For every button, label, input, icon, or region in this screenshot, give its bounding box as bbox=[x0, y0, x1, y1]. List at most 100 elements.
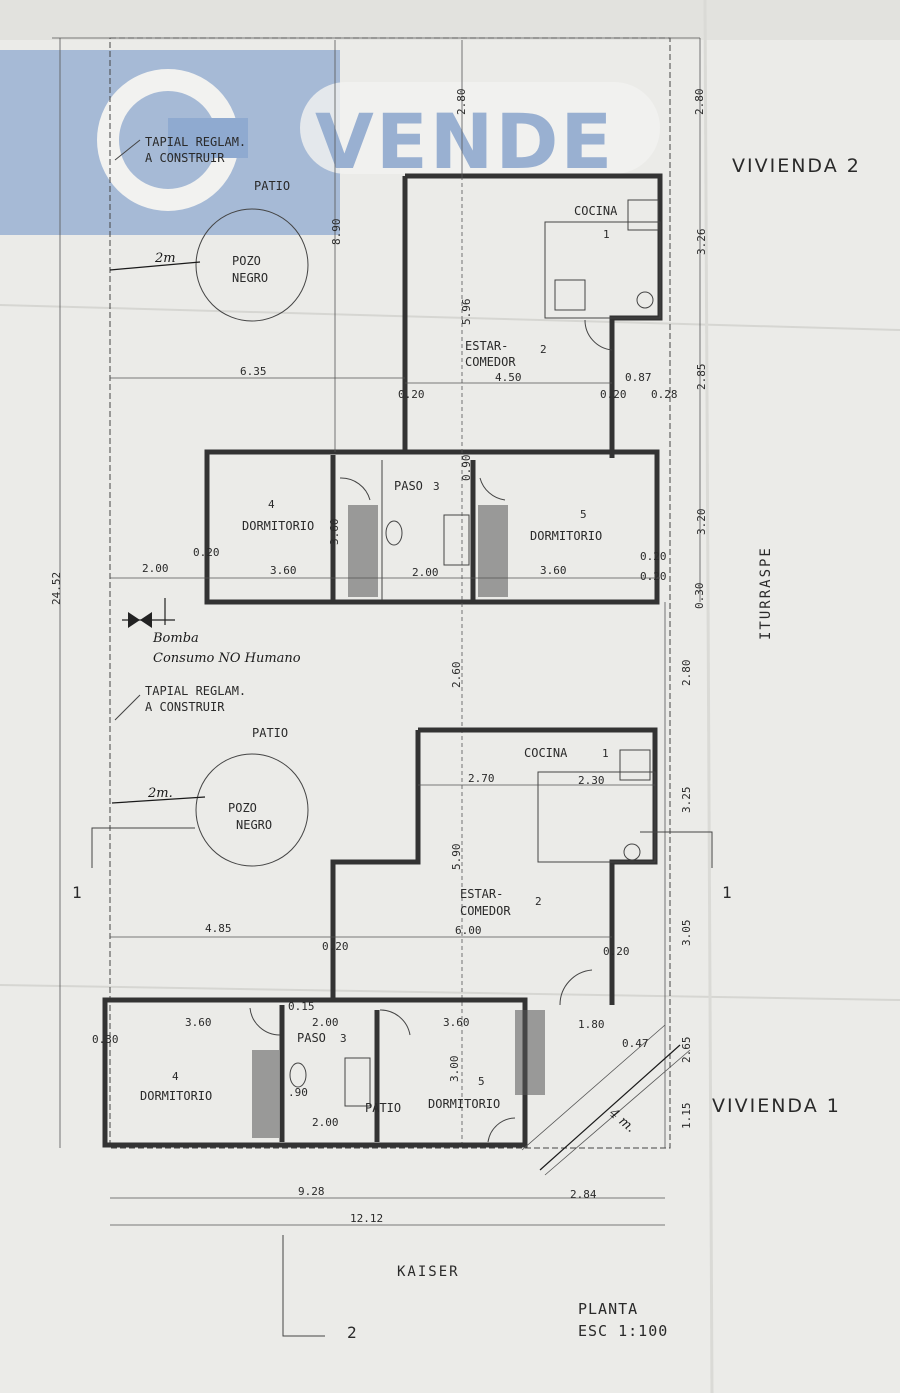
vende-logo: VENDE bbox=[0, 50, 660, 235]
section-marks: 1 1 2 bbox=[72, 827, 732, 1342]
dim-v1-2.65: 2.65 bbox=[680, 1037, 693, 1064]
room-number-1-1: 1 bbox=[602, 747, 609, 760]
dim-v2-0.20-d: 0.20 bbox=[640, 550, 667, 563]
dim-v2-4.50: 4.50 bbox=[495, 371, 522, 384]
room-number-2-3: 3 bbox=[433, 480, 440, 493]
room-number-1-3: 3 bbox=[340, 1032, 347, 1045]
section-mark-2: 2 bbox=[347, 1323, 357, 1342]
dim-v2-6.35: 6.35 bbox=[240, 365, 267, 378]
dim-v1-2.30: 2.30 bbox=[578, 774, 605, 787]
dorm-label-2b: DORMITORIO bbox=[530, 529, 602, 543]
handwritten-2m-top: 2m bbox=[154, 251, 176, 266]
section-mark-1-left: 1 bbox=[72, 883, 82, 902]
dim-v1-3.05: 3.05 bbox=[680, 920, 693, 947]
pozo-label-1b: NEGRO bbox=[236, 818, 272, 832]
cocina-label-1: COCINA bbox=[524, 746, 568, 760]
section-mark-1-right: 1 bbox=[722, 883, 732, 902]
dim-v2-0.28: 0.28 bbox=[651, 388, 678, 401]
dim-v2-3.20: 3.20 bbox=[695, 509, 708, 536]
dim-v1-6.00: 6.00 bbox=[455, 924, 482, 937]
room-number-1-5: 5 bbox=[478, 1075, 485, 1088]
estar-label-1a: ESTAR- bbox=[460, 887, 503, 901]
street-kaiser: KAISER bbox=[397, 1264, 460, 1280]
patio-small-label-1: PATIO bbox=[365, 1101, 401, 1115]
patio-label-2: PATIO bbox=[254, 179, 290, 193]
vivienda-1-title: VIVIENDA 1 bbox=[712, 1095, 841, 1117]
estar-label-1b: COMEDOR bbox=[460, 904, 511, 918]
dim-v1-1.15: 1.15 bbox=[680, 1103, 693, 1130]
handwritten-consumo: Consumo NO Humano bbox=[153, 651, 301, 666]
dim-v2-0.20-b: 0.20 bbox=[600, 388, 627, 401]
dim-v2-0.87: 0.87 bbox=[625, 371, 652, 384]
room-number-1-4: 4 bbox=[172, 1070, 179, 1083]
dim-v1-0.90: .90 bbox=[288, 1086, 308, 1099]
estar-label-2a: ESTAR- bbox=[465, 339, 508, 353]
room-number-2-5: 5 bbox=[580, 508, 587, 521]
dim-v2-3.26: 3.26 bbox=[695, 229, 708, 256]
dorm-label-1a: DORMITORIO bbox=[140, 1089, 212, 1103]
dim-v2-2.00-a: 2.00 bbox=[142, 562, 169, 575]
dim-v2-2.00-b: 2.00 bbox=[412, 566, 439, 579]
dim-v1-2.00-a: 2.00 bbox=[312, 1016, 339, 1029]
dim-v1-12.12: 12.12 bbox=[350, 1212, 383, 1225]
dim-v2-3.60-b: 3.60 bbox=[540, 564, 567, 577]
dim-v2-8.90: 8.90 bbox=[330, 219, 343, 246]
dim-v1-0.20-a: 0.20 bbox=[322, 940, 349, 953]
room-number-1-2: 2 bbox=[535, 895, 542, 908]
pozo-negro-circle-2 bbox=[195, 208, 309, 322]
svg-text:VENDE: VENDE bbox=[315, 97, 614, 186]
handwritten-bomba: Bomba bbox=[152, 631, 199, 646]
tapial-label-1b: A CONSTRUIR bbox=[145, 700, 225, 714]
dim-v1-3.60-a: 3.60 bbox=[185, 1016, 212, 1029]
dim-total-24.52: 24.52 bbox=[50, 572, 63, 605]
dim-v2-3.60-a: 3.60 bbox=[270, 564, 297, 577]
dim-v2-2.85: 2.85 bbox=[695, 364, 708, 391]
dim-v1-2.84: 2.84 bbox=[570, 1188, 597, 1201]
estar-label-2b: COMEDOR bbox=[465, 355, 516, 369]
plan-scale: ESC 1:100 bbox=[578, 1322, 668, 1340]
dim-v1-2.00-b: 2.00 bbox=[312, 1116, 339, 1129]
dim-v1-3.60-b: 3.60 bbox=[443, 1016, 470, 1029]
pozo-negro-circle-1 bbox=[195, 753, 309, 867]
paso-label-1: PASO bbox=[297, 1031, 326, 1045]
room-number-2-2: 2 bbox=[540, 343, 547, 356]
handwritten-2m-bottom: 2m. bbox=[147, 786, 173, 801]
tapial-label-1a: TAPIAL REGLAM. bbox=[145, 684, 246, 698]
plan-title: PLANTA bbox=[578, 1300, 638, 1318]
room-number-2-4: 4 bbox=[268, 498, 275, 511]
vivienda-1: TAPIAL REGLAM. A CONSTRUIR PATIO POZO NE… bbox=[50, 572, 693, 1226]
tapial-label-2b: A CONSTRUIR bbox=[145, 151, 225, 165]
street-iturraspe: ITURRASPE bbox=[758, 546, 774, 640]
dim-v1-5.90: 5.90 bbox=[450, 844, 463, 871]
lot-boundary bbox=[52, 37, 700, 1149]
dim-v1-0.15: 0.15 bbox=[288, 1000, 315, 1013]
dim-v2-2.80-b: 2.80 bbox=[693, 89, 706, 116]
cocina-label-2: COCINA bbox=[574, 204, 618, 218]
vivienda-2-title: VIVIENDA 2 bbox=[732, 155, 861, 177]
dim-v1-3.00: 3.00 bbox=[448, 1056, 461, 1083]
dim-v2-0.20-e: 0.20 bbox=[640, 570, 667, 583]
dim-v2-2.80-a: 2.80 bbox=[455, 89, 468, 116]
vivienda-2: TAPIAL REGLAM. A CONSTRUIR PATIO POZO NE… bbox=[109, 38, 708, 1148]
dim-v1-4.85: 4.85 bbox=[205, 922, 232, 935]
dim-v1-2.70: 2.70 bbox=[468, 772, 495, 785]
tapial-label-2a: TAPIAL REGLAM. bbox=[145, 135, 246, 149]
dim-v2-0.90: 0.90 bbox=[460, 455, 473, 482]
dim-v2-3.60-v: 3.60 bbox=[328, 519, 341, 546]
dim-v1-0.20-b: 0.20 bbox=[603, 945, 630, 958]
dim-v1-3.25: 3.25 bbox=[680, 787, 693, 814]
room-number-2-1: 1 bbox=[603, 228, 610, 241]
pozo-label-2a: POZO bbox=[232, 254, 261, 268]
dim-v2-0.20-a: 0.20 bbox=[398, 388, 425, 401]
dim-v1-0.30: 0.30 bbox=[92, 1033, 119, 1046]
pozo-label-1a: POZO bbox=[228, 801, 257, 815]
dim-v1-2.60: 2.60 bbox=[450, 662, 463, 689]
dim-v2-5.96: 5.96 bbox=[460, 299, 473, 326]
paso-label-2: PASO bbox=[394, 479, 423, 493]
dim-v1-9.28: 9.28 bbox=[298, 1185, 325, 1198]
dim-v1-2.80: 2.80 bbox=[680, 660, 693, 687]
dim-v1-0.47: 0.47 bbox=[622, 1037, 649, 1050]
dim-v2-0.30: 0.30 bbox=[693, 583, 706, 610]
dim-v2-0.20-c: 0.20 bbox=[193, 546, 220, 559]
